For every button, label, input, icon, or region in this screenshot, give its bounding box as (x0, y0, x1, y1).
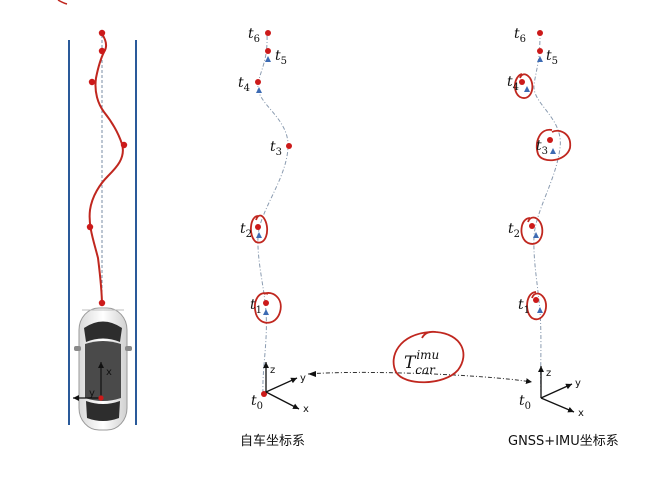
transform-arrow-back-head (308, 371, 316, 377)
car-top-view-icon (74, 307, 132, 431)
imu-marker-icon (256, 87, 262, 93)
vehicle-x-label: x (303, 404, 309, 415)
handwritten-circle (526, 291, 547, 321)
vehicle-x-axis (265, 391, 300, 410)
imu-marker-icon (524, 86, 530, 92)
handwritten-ellipse (392, 330, 465, 384)
trajectory-point (286, 143, 292, 149)
imu-marker-icon (265, 56, 271, 62)
handwritten-circle (520, 216, 544, 245)
lane-panel: x y (68, 29, 137, 431)
trajectory-point (86, 223, 94, 231)
time-label-t5: t5 (275, 48, 287, 67)
time-label-t1: t1 (518, 297, 530, 316)
time-label-t6: t6 (514, 26, 526, 45)
car-origin (98, 395, 104, 401)
time-label-t1: t1 (250, 297, 262, 316)
time-label-t2: t2 (240, 221, 252, 240)
gnss-x-axis (540, 397, 575, 413)
gnss-imu-frame-caption: GNSS+IMU坐标系 (508, 434, 619, 449)
trajectory-point (537, 48, 543, 54)
trajectory-point (255, 224, 261, 230)
vehicle-y-label: y (300, 373, 306, 384)
vehicle-frame-caption: 自车坐标系 (240, 434, 306, 449)
imu-marker-icon (263, 309, 269, 315)
time-label-t6: t6 (248, 26, 260, 45)
time-label-t0: t0 (519, 393, 531, 412)
gnss-z-label: z (546, 368, 551, 379)
trajectory-point (98, 47, 106, 55)
imu-marker-icon (550, 148, 556, 154)
imu-marker-icon (256, 232, 262, 238)
trajectory-point (265, 30, 271, 36)
time-label-t5: t5 (546, 48, 558, 67)
gnss-y-label: y (575, 378, 581, 389)
gnss-x-label: x (578, 408, 584, 419)
vehicle-path (257, 33, 289, 394)
handwritten-trajectory (88, 33, 124, 307)
trajectory-point (263, 300, 269, 306)
imu-marker-icon (533, 232, 539, 238)
vehicle-y-axis (265, 377, 298, 393)
imu-marker-icon (537, 56, 543, 62)
handwritten-circle (514, 73, 534, 99)
time-label-t0: t0 (251, 393, 263, 412)
time-label-t3: t3 (536, 138, 548, 157)
trajectory-point (519, 79, 525, 85)
stray-ink-mark (57, 0, 68, 5)
trajectory-point (98, 29, 106, 37)
trajectory-point (529, 223, 535, 229)
gnss-y-axis (540, 383, 573, 399)
gnss-path (533, 33, 561, 394)
handwritten-circle (535, 129, 572, 162)
trajectory-point (88, 78, 96, 86)
handwritten-circle (254, 292, 282, 324)
imu-marker-icon (537, 307, 543, 313)
car-y-label: y (89, 388, 95, 399)
vehicle-z-label: z (270, 365, 275, 376)
trajectory-point (120, 141, 128, 149)
time-label-t2: t2 (508, 221, 520, 240)
trajectory-point (255, 79, 261, 85)
trajectory-point (547, 137, 553, 143)
trajectory-point (261, 391, 267, 397)
handwritten-circle (250, 214, 269, 244)
vehicle-frame-panel: t6 t5 t4 t3 t2 t1 t0 z y x (238, 26, 309, 415)
trajectory-point (265, 48, 271, 54)
gnss-imu-frame-panel: t6 t5 t4 t3 t2 t1 t0 z y x (507, 26, 584, 419)
time-label-t4: t4 (238, 75, 250, 94)
trajectory-point (533, 297, 539, 303)
car-x-label: x (106, 367, 112, 378)
trajectory-point (98, 299, 106, 307)
time-label-t4: t4 (507, 74, 519, 93)
time-label-t3: t3 (270, 139, 282, 158)
trajectory-point (537, 30, 543, 36)
